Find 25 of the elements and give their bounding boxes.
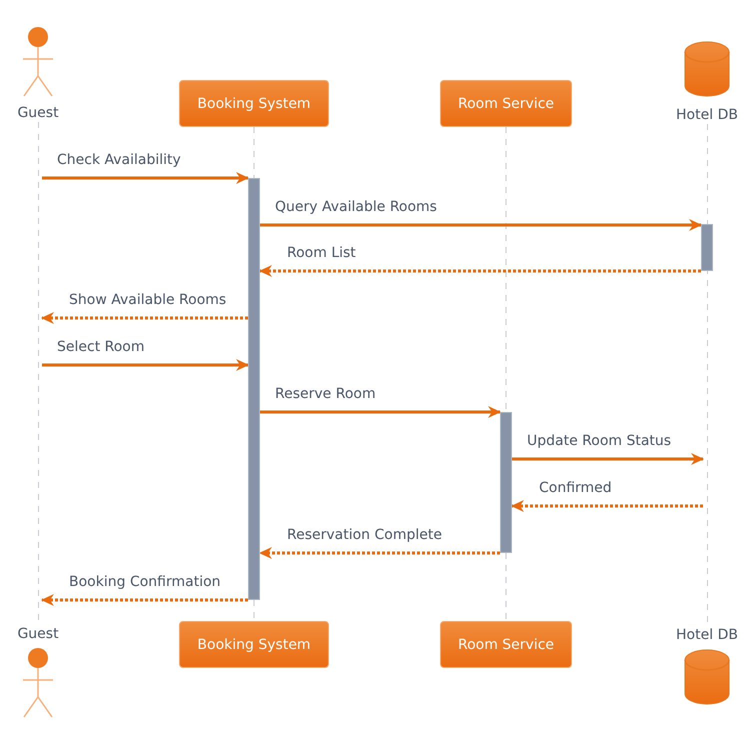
activation-bar	[500, 412, 512, 553]
message-label: Update Room Status	[525, 432, 674, 450]
message-arrow	[512, 453, 704, 465]
participant-label: Guest	[17, 625, 59, 643]
message-arrow	[260, 219, 702, 231]
participant-label: Hotel DB	[676, 106, 738, 124]
participant-box: Booking System	[179, 621, 329, 668]
message-label: Reservation Complete	[285, 526, 444, 544]
message-arrow	[42, 359, 249, 371]
message-arrow	[259, 265, 701, 277]
activation-bar	[701, 224, 713, 271]
participant-label: Hotel DB	[676, 626, 738, 644]
participant-box: Booking System	[179, 80, 329, 127]
message-arrow	[259, 547, 500, 559]
message-arrow	[41, 594, 248, 606]
message-arrow	[511, 500, 703, 512]
activation-bar	[248, 178, 260, 600]
participant-box: Room Service	[440, 80, 572, 127]
participant-box: Room Service	[440, 621, 572, 668]
message-arrow	[260, 406, 501, 418]
message-label: Check Availability	[55, 151, 183, 169]
participant-label: Guest	[17, 104, 59, 122]
message-arrow	[41, 312, 248, 324]
message-arrow	[42, 172, 249, 184]
message-label: Query Available Rooms	[273, 198, 439, 216]
